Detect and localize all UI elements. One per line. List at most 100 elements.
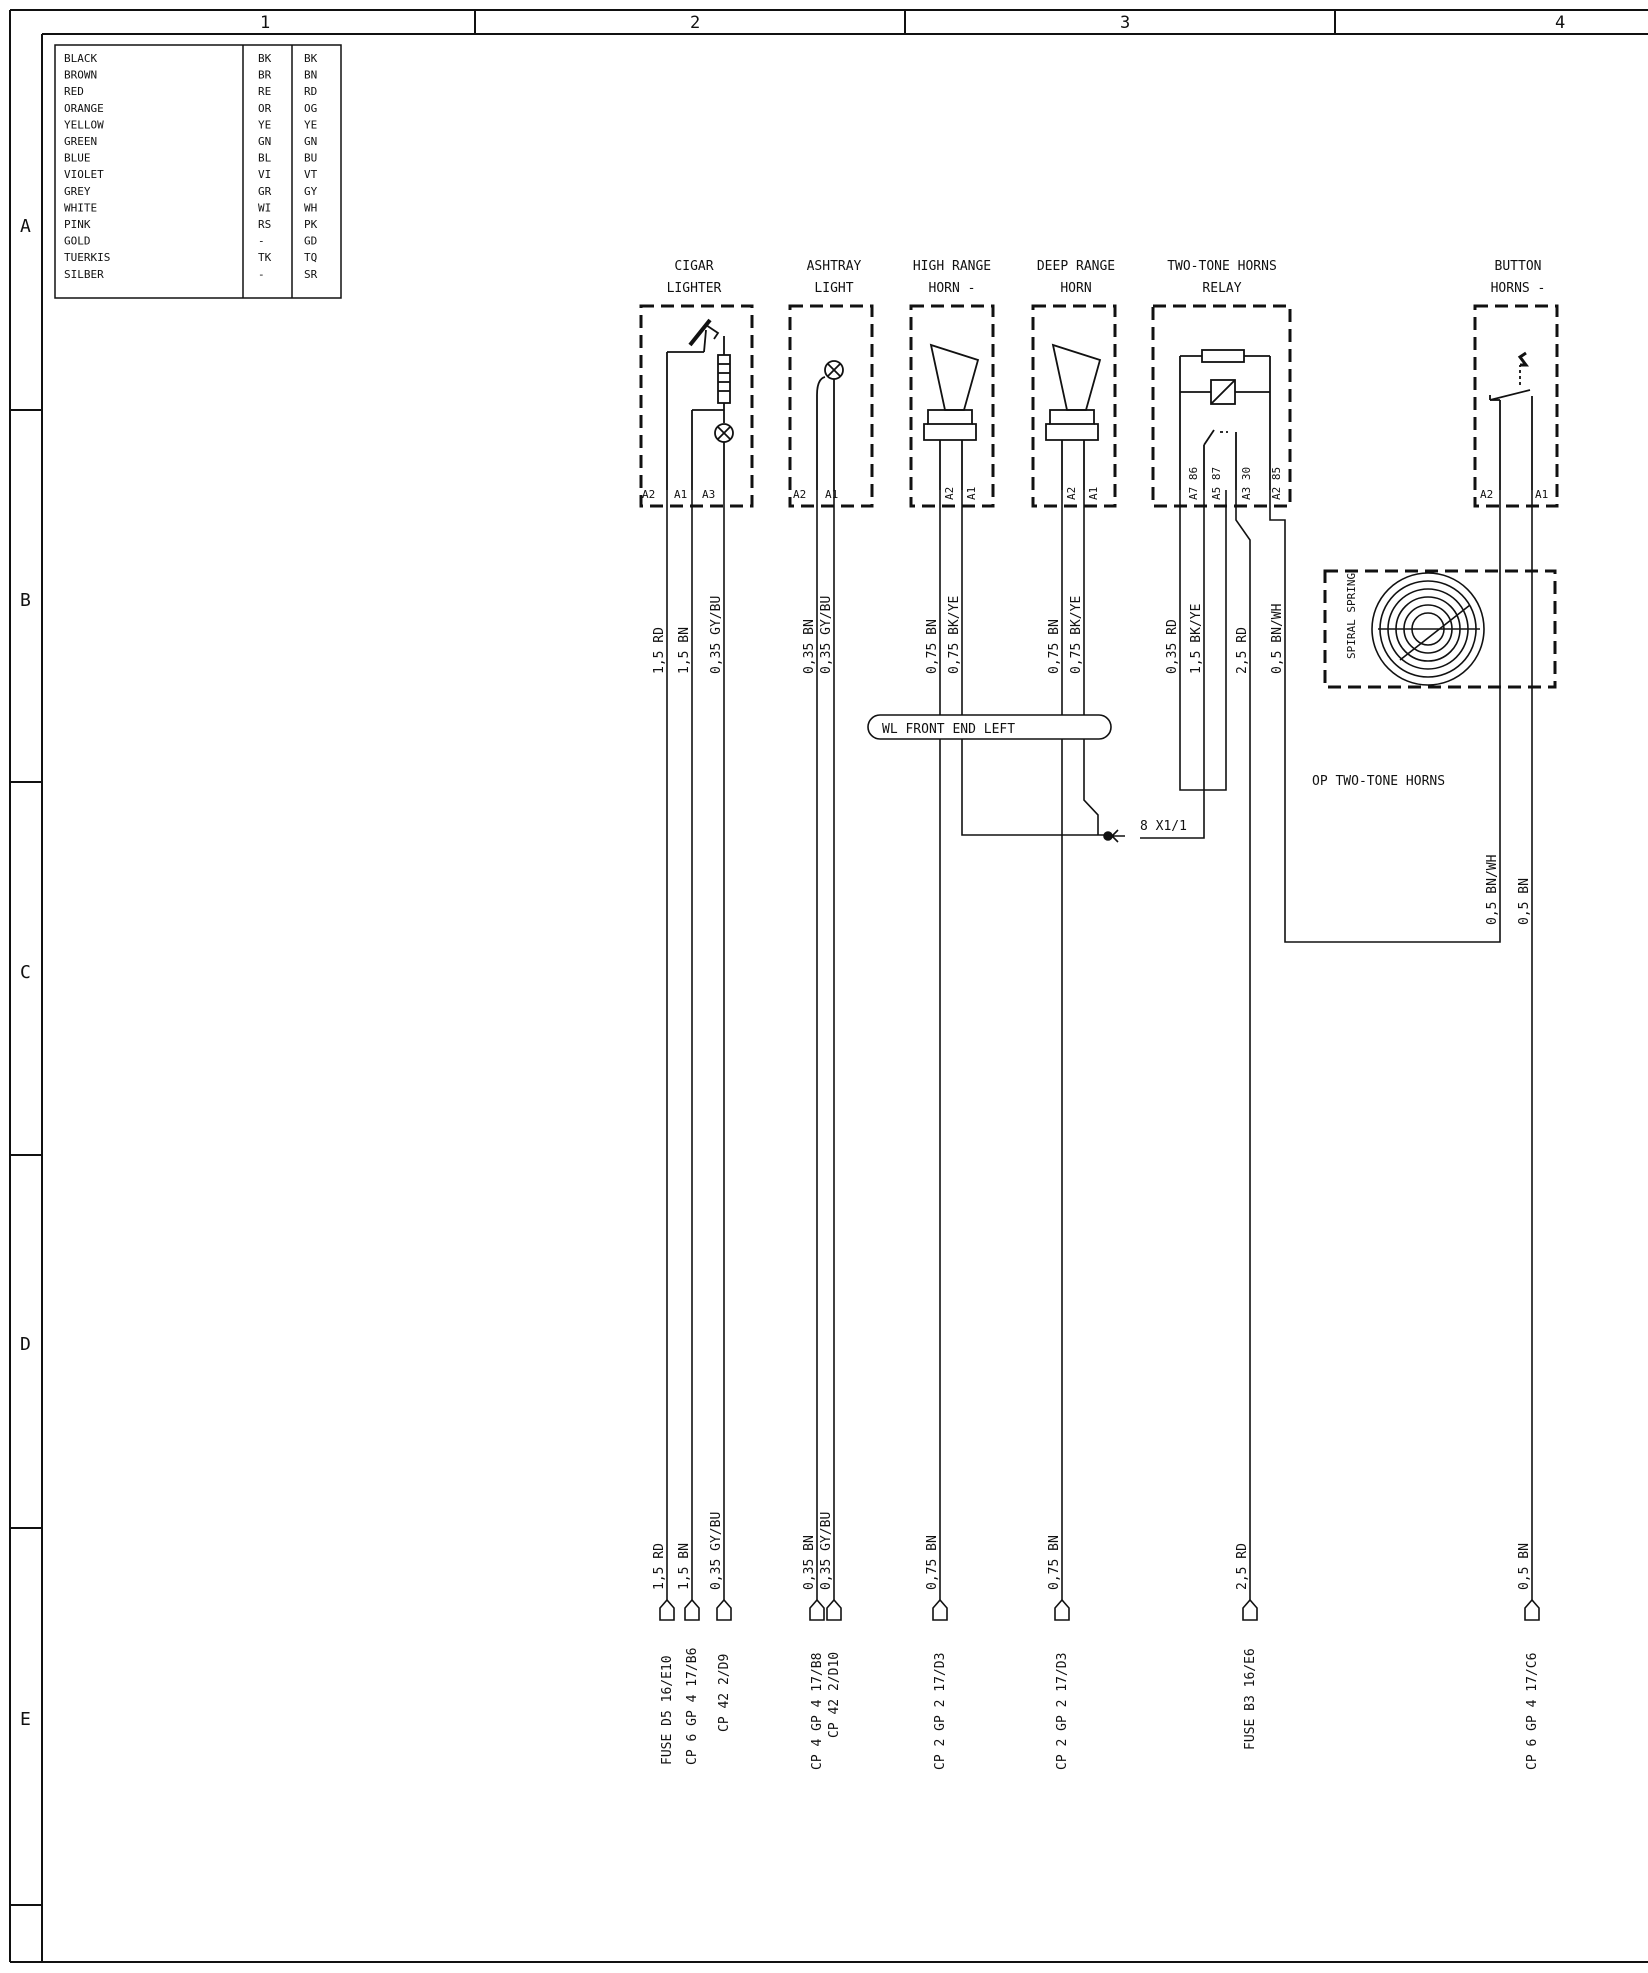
- row-label-e: E: [20, 1709, 31, 1730]
- cigar-lighter-title: CIGAR: [674, 259, 713, 274]
- legend-a-cell: BL: [258, 152, 272, 165]
- deep-range-horn-title: HORN: [1060, 281, 1091, 296]
- destination-label: CP 42 2/D9: [717, 1654, 732, 1732]
- destination-label: CP 2 GP 2 17/D3: [933, 1653, 948, 1770]
- push-button-icon: [1489, 389, 1531, 401]
- legend-name-cell: BLUE: [64, 152, 91, 165]
- legend-b-cell: YE: [304, 118, 317, 131]
- deep-range-horn-box: [1031, 304, 1117, 508]
- wire-label: 0,35 BN: [802, 619, 817, 674]
- harness-label: WL FRONT END LEFT: [882, 722, 1015, 737]
- row-label-a: A: [20, 216, 31, 237]
- wire-label: 0,35 GY/BU: [709, 596, 724, 674]
- high-range-horn-symbol: [923, 343, 980, 490]
- legend-b-cell: BK: [304, 52, 318, 65]
- cigar-lighter-symbol: [666, 318, 734, 490]
- button-horns-title: BUTTON: [1495, 259, 1542, 274]
- row-labels: A B C D E: [20, 216, 31, 1730]
- lamp-wire: [816, 376, 826, 490]
- relay-symbol: [1179, 349, 1271, 490]
- wire-label: 0,35 GY/BU: [819, 596, 834, 674]
- destination-label: CP 6 GP 4 17/B6: [685, 1648, 700, 1765]
- column-labels: 1 2 3 4: [260, 13, 1565, 33]
- legend-b-cell: WH: [304, 201, 317, 214]
- pin-label: A2: [1480, 488, 1493, 501]
- ashtray-light-box: [788, 304, 874, 508]
- terminal-icon: [659, 1598, 675, 1621]
- wire-label: 0,5 BN: [1517, 878, 1532, 925]
- pin-label: A2: [943, 487, 956, 500]
- legend-b-cell: OG: [304, 102, 317, 115]
- legend-a-cell: GR: [258, 185, 272, 198]
- destination-label: CP 4 GP 4 17/B8: [810, 1653, 825, 1770]
- legend-a-cell: BR: [258, 69, 272, 82]
- legend-b-cell: VT: [304, 168, 318, 181]
- wire-label: 2,5 RD: [1235, 627, 1250, 674]
- destination-label: CP 42 2/D10: [827, 1652, 842, 1738]
- destination-label: FUSE D5 16/E10: [660, 1655, 675, 1765]
- legend-a-cell: OR: [258, 102, 272, 115]
- relay-contact-icon: [1203, 429, 1215, 446]
- legend-b-cell: PK: [304, 218, 318, 231]
- pin-label: A1: [965, 487, 978, 500]
- legend-name-cell: RED: [64, 85, 84, 98]
- wire-0-75-bk-ye: [1083, 490, 1099, 835]
- wire-0-35-rd: [1179, 490, 1227, 791]
- ground-label: 8 X1/1: [1140, 819, 1187, 834]
- legend-b-cell: GY: [304, 185, 318, 198]
- wire-label: 1,5 BN: [677, 627, 692, 674]
- wire-label: 1,5 BN: [677, 1543, 692, 1590]
- pin-label: A1: [674, 488, 687, 501]
- relay-title: TWO-TONE HORNS: [1167, 259, 1277, 274]
- wire-labels-lower: 1,5 RD 1,5 BN 0,35 GY/BU 0,35 BN 0,35 GY…: [652, 1512, 1532, 1590]
- destination-label: FUSE B3 16/E6: [1243, 1648, 1258, 1750]
- legend-a-cell: WI: [258, 201, 271, 214]
- legend-a-cell: RE: [258, 85, 271, 98]
- cigar-lighter-box: [639, 304, 754, 508]
- pin-label: A2: [793, 488, 806, 501]
- legend-a-cell: TK: [258, 251, 272, 264]
- wires: [666, 490, 1533, 1600]
- switch-arrow-icon: [705, 324, 720, 340]
- pin-label: A7 86: [1187, 467, 1200, 500]
- pin-label: A2: [642, 488, 655, 501]
- high-range-horn-title: HORN -: [929, 281, 976, 296]
- horn-body-icon: [927, 409, 973, 425]
- connector-terminals: [659, 1598, 1540, 1621]
- pin-label: A5 87: [1210, 467, 1223, 500]
- component-boxes: [639, 304, 1559, 689]
- wire-label: 0,75 BN: [1047, 1535, 1062, 1590]
- drawing-frame: [9, 9, 1648, 1963]
- ground-arrow-icon: [1108, 829, 1125, 843]
- terminal-icon: [826, 1598, 842, 1621]
- legend-name-cell: TUERKIS: [64, 251, 110, 264]
- button-horns-symbol: [1489, 351, 1533, 490]
- legend-b-cell: TQ: [304, 251, 317, 264]
- destination-label: CP 2 GP 2 17/D3: [1055, 1653, 1070, 1770]
- legend-name-cell: PINK: [64, 218, 91, 231]
- column-label-2: 2: [690, 13, 700, 33]
- wire-label: 1,5 RD: [652, 627, 667, 674]
- terminal-icon: [809, 1598, 825, 1621]
- terminal-icon: [1054, 1598, 1070, 1621]
- row-label-c: C: [20, 962, 31, 983]
- pin-labels: A2 A1 A3 A2 A1 A2 A1 A2 A1 A7 86 A5 87 A…: [642, 467, 1548, 501]
- wire-labels-button: 0,5 BN/WH 0,5 BN: [1485, 855, 1532, 925]
- high-range-horn-title: HIGH RANGE: [913, 259, 991, 274]
- legend-a-cell: BK: [258, 52, 272, 65]
- pin-label: A1: [825, 488, 838, 501]
- legend-b-cell: BU: [304, 152, 317, 165]
- horn-icon: [1051, 343, 1102, 411]
- legend-a-cell: YE: [258, 118, 271, 131]
- wire-0-75-bk-ye: [961, 490, 1108, 836]
- legend-name-cell: SILBER: [64, 268, 104, 281]
- legend-b-cell: RD: [304, 85, 317, 98]
- pin-label: A2 85: [1270, 467, 1283, 500]
- component-titles: CIGAR LIGHTER ASHTRAY LIGHT HIGH RANGE H…: [667, 259, 1546, 296]
- legend-name-cell: WHITE: [64, 201, 97, 214]
- legend-b-cell: GN: [304, 135, 317, 148]
- cigar-lighter-title: LIGHTER: [667, 281, 722, 296]
